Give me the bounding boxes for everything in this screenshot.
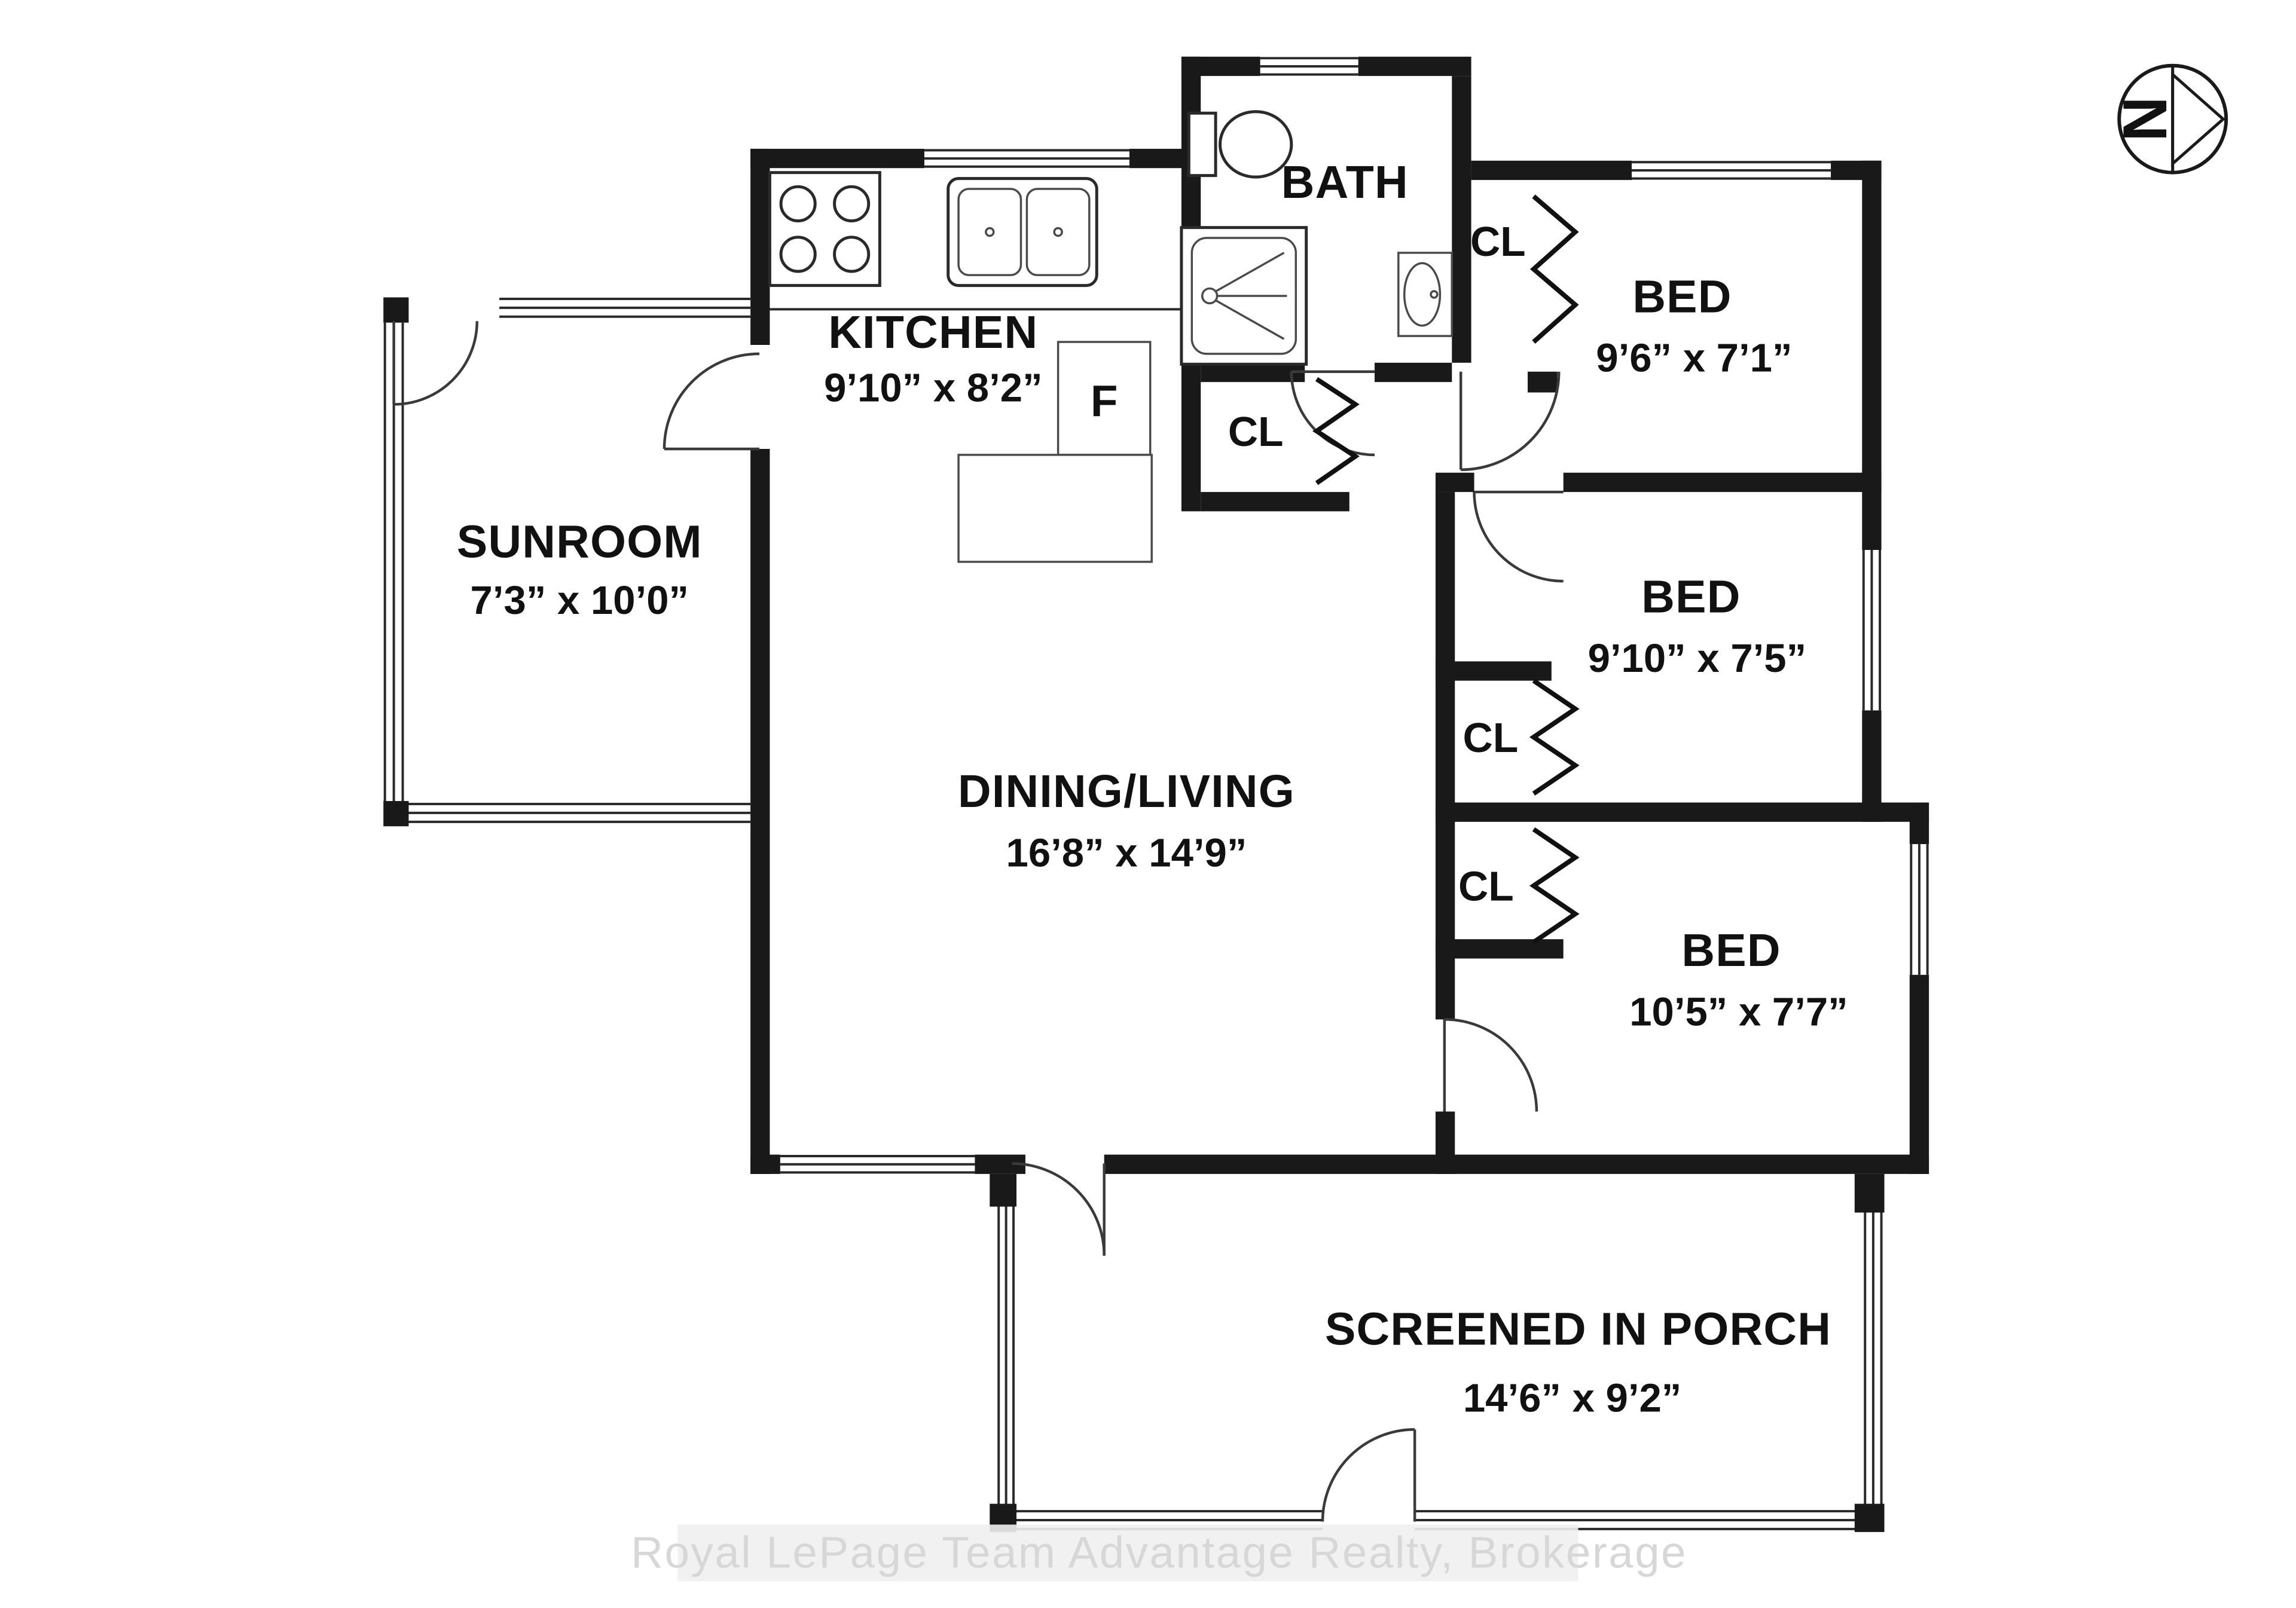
bed2-door [1473, 490, 1564, 583]
kitchen-label: KITCHEN [828, 307, 1038, 358]
north-arrow-icon: N [2109, 63, 2228, 175]
bed1-window [1632, 161, 1831, 180]
windows [780, 57, 1929, 1174]
bed2-window [1862, 549, 1882, 711]
porch-dims: 14’6” x 9’2” [1463, 1376, 1682, 1421]
hall-closet-rod-icon [1312, 377, 1360, 485]
sunroom-to-kitchen-door [662, 352, 760, 451]
bed3-closet-rod-icon [1529, 827, 1580, 944]
sunroom-label: SUNROOM [457, 516, 703, 567]
sunroom-entry-door [392, 321, 479, 406]
fridge-icon: F [1057, 341, 1152, 456]
bed3-closet-label: CL [1458, 863, 1514, 910]
bed2-closet-rod-icon [1529, 678, 1580, 796]
bed1-closet-rod-icon [1529, 194, 1579, 344]
porch-label: SCREENED IN PORCH [1325, 1304, 1831, 1355]
sunroom-dims: 7’3” x 10’0” [471, 578, 689, 623]
dining-living-label: DINING/LIVING [958, 766, 1295, 817]
bed3-label: BED [1681, 925, 1781, 976]
bed3-dims: 10’5” x 7’7” [1629, 989, 1848, 1034]
watermark: Royal LePage Team Advantage Realty, Brok… [631, 1524, 1687, 1581]
stove-icon [768, 171, 881, 288]
dining-window [780, 1155, 975, 1174]
bath-fixtures [1180, 110, 1454, 366]
room-labels: BATH KITCHEN 9’10” x 8’2” SUNROOM 7’3” x… [457, 157, 1848, 1421]
bath-label: BATH [1281, 157, 1409, 208]
porch-screen-door [1321, 1428, 1416, 1522]
watermark-text: Royal LePage Team Advantage Realty, Brok… [631, 1528, 1687, 1578]
bath-window [1260, 57, 1358, 76]
kitchen-fixtures: F [768, 171, 1181, 563]
fridge-label: F [1091, 376, 1118, 426]
dining-living-dims: 16’8” x 14’9” [1006, 830, 1247, 875]
bed1-closet-label: CL [1470, 218, 1526, 265]
bed2-label: BED [1641, 571, 1741, 622]
double-sink-icon [947, 177, 1098, 288]
north-label: N [2109, 97, 2179, 142]
bed2-closet-label: CL [1463, 714, 1519, 761]
bed2-dims: 9’10” x 7’5” [1588, 636, 1807, 681]
kitchen-dims: 9’10” x 8’2” [824, 365, 1043, 410]
shower-icon [1180, 226, 1308, 366]
doors [392, 321, 1564, 1522]
kitchen-window [924, 149, 1129, 168]
bed3-door [1443, 1018, 1538, 1112]
bed1-door [1459, 371, 1561, 472]
closet-rod-symbols [1312, 194, 1580, 944]
kitchen-island [957, 454, 1153, 563]
bed1-label: BED [1632, 271, 1732, 322]
toilet-icon [1187, 110, 1293, 179]
bed1-dims: 9’6” x 7’1” [1596, 336, 1792, 381]
bed3-window [1910, 844, 1929, 975]
dining-to-porch-door [1012, 1162, 1106, 1256]
bath-sink-icon [1397, 252, 1454, 337]
hall-closet-label: CL [1228, 408, 1284, 455]
